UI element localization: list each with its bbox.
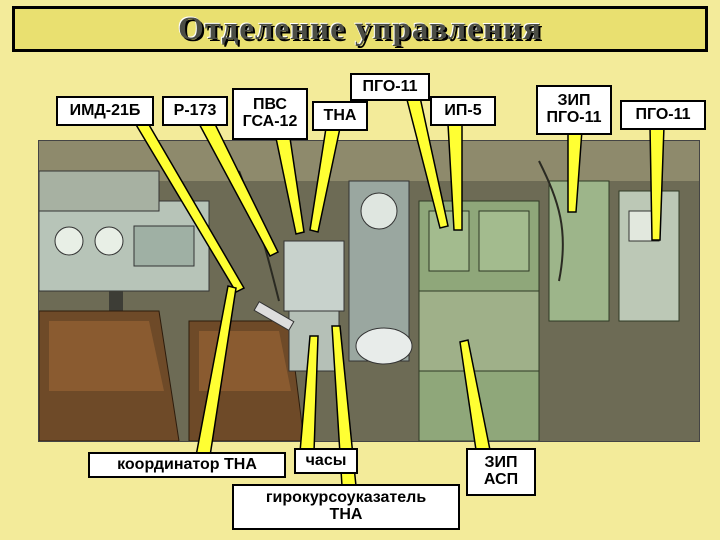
- center-instruments: [253, 180, 413, 372]
- label-gyrocompass-tna: гирокурсоуказатель ТНА: [232, 484, 460, 530]
- title-bar: Отделение управления: [12, 6, 708, 52]
- label-coordinator-tna: координатор ТНА: [88, 452, 286, 478]
- label-r-173: Р-173: [162, 96, 228, 126]
- page-title: Отделение управления: [178, 10, 542, 47]
- equipment-boxes: [418, 180, 680, 441]
- compartment-illustration: [38, 140, 700, 442]
- label-imd-21b: ИМД-21Б: [56, 96, 154, 126]
- label-zip-asp: ЗИП АСП: [466, 448, 536, 496]
- label-zip-pgo-11: ЗИП ПГО-11: [536, 85, 612, 135]
- label-clock: часы: [294, 448, 358, 474]
- label-tna: ТНА: [312, 101, 368, 131]
- label-ip-5: ИП-5: [430, 96, 496, 126]
- label-pgo-11-right: ПГО-11: [620, 100, 706, 130]
- label-pgo-11-top: ПГО-11: [350, 73, 430, 101]
- label-pvs-gsa-12: ПВС ГСА-12: [232, 88, 308, 140]
- seats: [39, 310, 305, 441]
